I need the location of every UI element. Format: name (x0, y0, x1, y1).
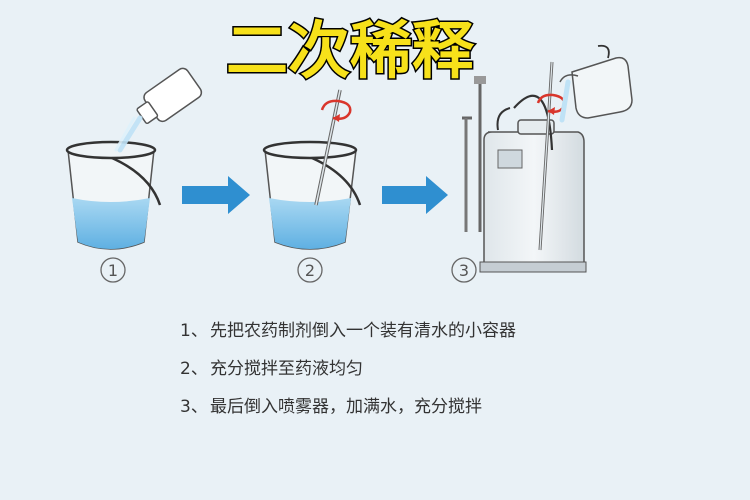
step-number: 3、 (180, 397, 208, 417)
bucket-1 (65, 140, 162, 250)
marker-2: 2 (297, 257, 323, 283)
step-2: 2、充分搅拌至药液均匀 (180, 360, 700, 379)
marker-3: 3 (451, 257, 477, 283)
bucket-2 (262, 140, 362, 250)
pitcher (559, 44, 633, 123)
arrow-right-icon (182, 176, 250, 214)
step-text: 充分搅拌至药液均匀 (210, 359, 363, 379)
title: 二次稀释 (200, 8, 500, 89)
step-text: 最后倒入喷雾器，加满水，充分搅拌 (210, 397, 482, 417)
arrow-right-icon (382, 176, 448, 214)
rotate-arrow-icon (320, 99, 352, 122)
illustration: 1 2 (65, 44, 633, 283)
marker-1: 1 (100, 257, 126, 283)
step-3: 3、最后倒入喷雾器，加满水，充分搅拌 (180, 398, 700, 417)
rotate-arrow-icon (536, 93, 566, 115)
svg-text:3: 3 (459, 261, 469, 280)
bottle (114, 67, 203, 153)
svg-text:1: 1 (108, 261, 118, 280)
step-1: 1、先把农药制剂倒入一个装有清水的小容器 (180, 322, 700, 341)
step-text: 先把农药制剂倒入一个装有清水的小容器 (210, 321, 516, 341)
sprayer (462, 61, 587, 273)
svg-text:2: 2 (305, 261, 315, 280)
step-number: 1、 (180, 321, 208, 341)
title-text: 二次稀释 (226, 14, 475, 86)
stirring-rod (314, 89, 342, 206)
instructions: 1、先把农药制剂倒入一个装有清水的小容器 2、充分搅拌至药液均匀 3、最后倒入喷… (180, 322, 700, 436)
step-number: 2、 (180, 359, 208, 379)
